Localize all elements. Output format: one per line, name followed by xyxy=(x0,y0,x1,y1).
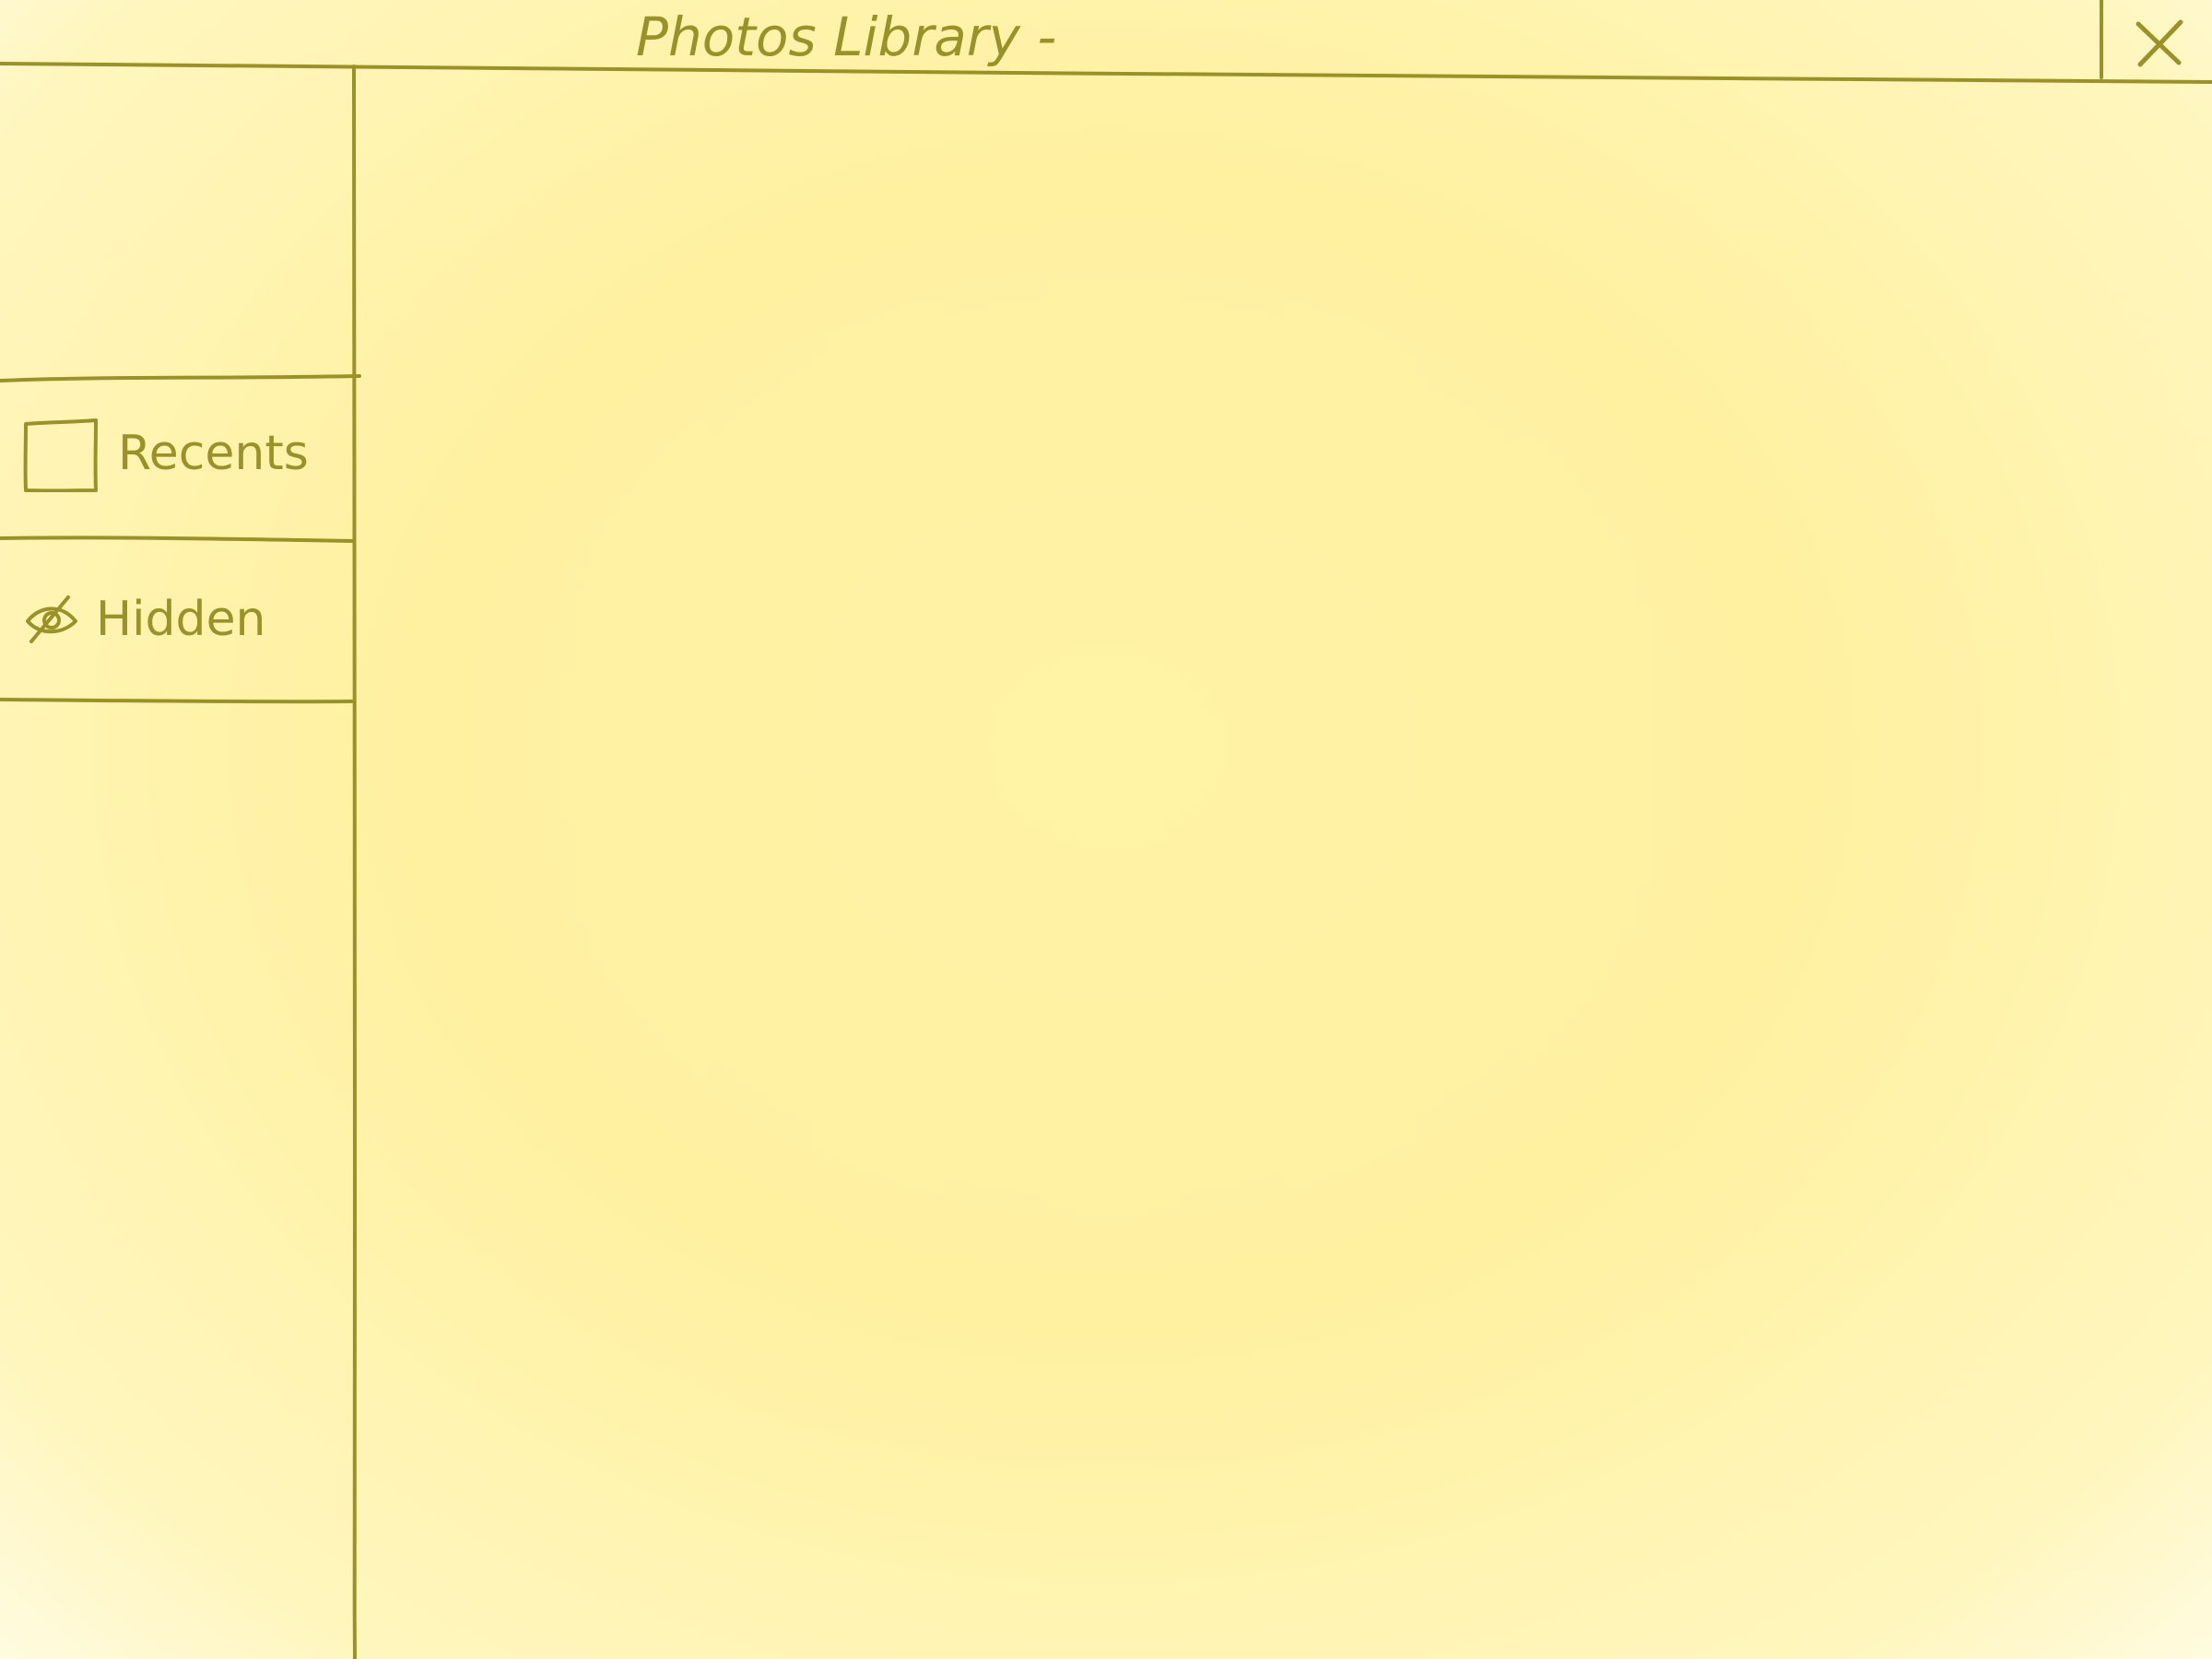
square-icon xyxy=(23,418,98,492)
photo-library-content-area xyxy=(356,83,2212,1659)
title-bar: Photos Library - xyxy=(0,0,2212,79)
sidebar-item-recents[interactable]: Recents xyxy=(0,378,354,536)
sidebar: Recents Hidden xyxy=(0,65,354,1659)
sidebar-item-label-recents: Recents xyxy=(118,426,309,481)
close-icon xyxy=(2100,0,2183,79)
sidebar-item-hidden[interactable]: Hidden xyxy=(0,540,354,699)
close-button[interactable] xyxy=(2100,0,2212,81)
sidebar-item-label-hidden: Hidden xyxy=(96,592,266,647)
eye-slash-icon xyxy=(26,595,77,643)
window-title: Photos Library - xyxy=(636,6,1057,68)
